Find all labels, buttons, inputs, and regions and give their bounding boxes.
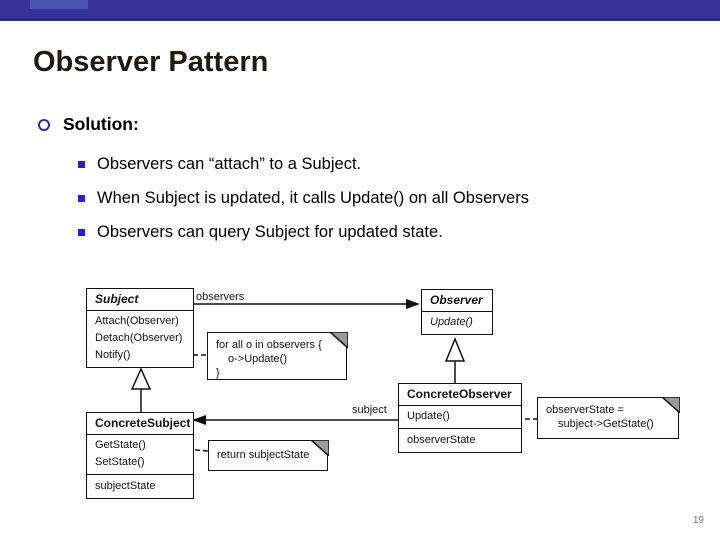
note-line: subject->GetState(): [558, 418, 654, 430]
bullet-item: Observers can “attach” to a Subject.: [78, 155, 678, 174]
class-method: SetState(): [95, 456, 145, 468]
class-method: GetState(): [95, 439, 146, 451]
class-subject: Subject Attach(Observer) Detach(Observer…: [86, 288, 194, 368]
class-name: ConcreteObserver: [399, 384, 521, 406]
class-method: Detach(Observer): [95, 332, 183, 344]
bullet-item-text: Observers can “attach” to a Subject.: [97, 155, 362, 173]
note-line: observerState =: [546, 404, 624, 416]
association-label-subject: subject: [352, 404, 387, 416]
bullet-item-text: When Subject is updated, it calls Update…: [97, 189, 529, 207]
class-method: Update(): [407, 410, 450, 422]
bullet-item-text: Observers can query Subject for updated …: [97, 223, 443, 241]
top-bar: [0, 0, 720, 21]
top-bar-accent: [30, 0, 88, 9]
note-fold-icon: [310, 439, 329, 456]
bullet-item: Observers can query Subject for updated …: [78, 223, 678, 242]
note-notify-pseudocode: for all o in observers { o->Update() }: [207, 331, 348, 380]
note-line: o->Update(): [228, 353, 288, 365]
bullet-item: When Subject is updated, it calls Update…: [78, 189, 678, 208]
square-bullet-icon: [78, 161, 85, 168]
class-concrete-subject: ConcreteSubject GetState() SetState() su…: [86, 412, 194, 499]
class-method: Notify(): [95, 349, 131, 361]
page-number: 19: [692, 515, 704, 526]
class-method: Attach(Observer): [95, 315, 179, 327]
bullet-heading-row: Solution:: [38, 114, 139, 135]
association-label-observers: observers: [196, 291, 245, 303]
class-name: Observer: [422, 290, 492, 312]
bullet-heading: Solution:: [63, 114, 139, 134]
page-title: Observer Pattern: [33, 46, 269, 78]
note-line: return subjectState: [217, 449, 310, 461]
class-method: Update(): [430, 316, 473, 328]
note-fold-icon: [329, 331, 348, 348]
note-getstate-pseudocode: return subjectState: [208, 439, 329, 471]
class-attribute: subjectState: [95, 480, 156, 492]
class-name: Subject: [87, 289, 193, 311]
note-update-pseudocode: observerState = subject->GetState(): [537, 396, 680, 439]
square-bullet-icon: [78, 229, 85, 236]
note-line: for all o in observers {: [216, 339, 322, 351]
class-attribute: observerState: [407, 434, 476, 446]
note-line: }: [216, 367, 220, 379]
class-name: ConcreteSubject: [87, 413, 193, 435]
circle-bullet-icon: [38, 118, 50, 131]
class-observer: Observer Update(): [421, 289, 493, 335]
class-concrete-observer: ConcreteObserver Update() observerState: [398, 383, 522, 453]
square-bullet-icon: [78, 195, 85, 202]
note-fold-icon: [661, 396, 680, 413]
